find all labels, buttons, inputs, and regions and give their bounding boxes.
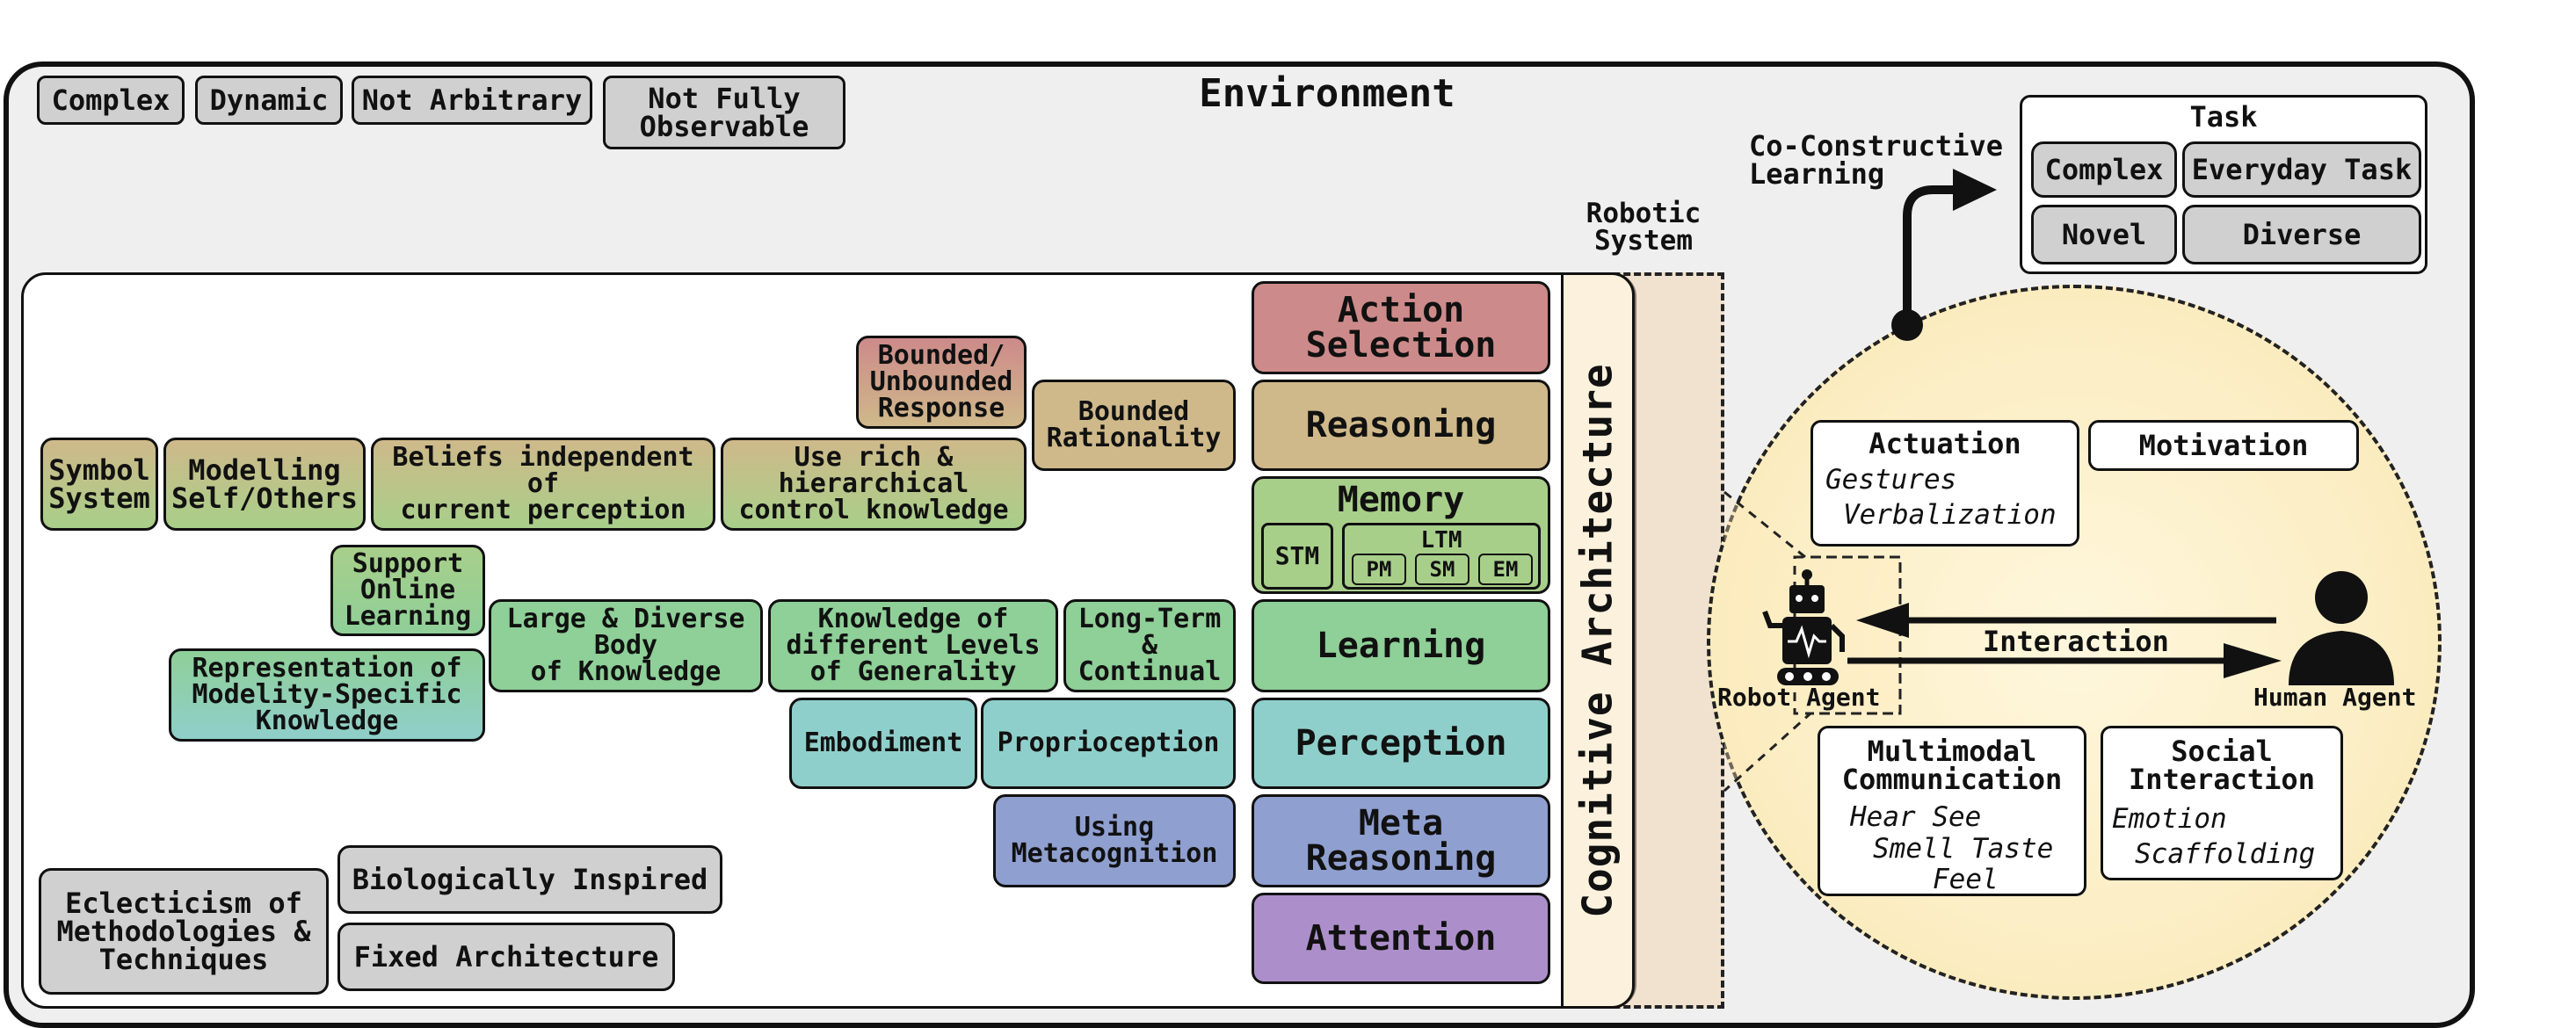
design-biologically-inspired: Biologically Inspired <box>337 845 722 914</box>
cognitive-architecture-bar <box>1561 272 1635 1009</box>
interaction-label: Interaction <box>1983 625 2169 658</box>
req-use-rich-hierarchical: Use rich & hierarchical control knowledg… <box>721 438 1027 531</box>
task-title: Task <box>2189 100 2258 134</box>
module-perception: Perception <box>1252 698 1550 789</box>
req-representation-modality-specific: Representation of Modelity-Specific Know… <box>169 648 485 742</box>
ltm-pm: PM <box>1352 554 1406 585</box>
req-beliefs-independent: Beliefs independent of current perceptio… <box>371 438 715 531</box>
task-diverse: Diverse <box>2182 205 2421 264</box>
multimodal-smell-taste: Smell Taste <box>1873 832 2054 865</box>
multimodal-card: Multimodal Communication Hear See Smell … <box>1818 726 2086 896</box>
multimodal-title: Multimodal Communication <box>1841 735 2063 796</box>
ltm-em: EM <box>1478 554 1533 585</box>
module-meta-reasoning: Meta Reasoning <box>1252 794 1550 887</box>
ltm-label: LTM <box>1420 527 1462 554</box>
req-large-diverse-knowledge: Large & Diverse Body of Knowledge <box>489 599 763 692</box>
social-title: Social Interaction <box>2129 735 2315 796</box>
module-action-selection: Action Selection <box>1252 281 1550 374</box>
design-fixed-architecture: Fixed Architecture <box>337 923 675 991</box>
actuation-verbalization: Verbalization <box>1843 498 2057 531</box>
actuation-gestures: Gestures <box>1825 464 1957 496</box>
motivation-title: Motivation <box>2138 429 2309 462</box>
co-constructive-learning-label: Co-Constructive Learning <box>1749 129 2003 191</box>
task-complex: Complex <box>2031 141 2177 198</box>
req-embodiment: Embodiment <box>789 698 977 789</box>
multimodal-feel: Feel <box>1933 864 1999 896</box>
human-agent-label: Human Agent <box>2253 683 2417 712</box>
memory-stm: STM <box>1261 523 1333 590</box>
req-knowledge-levels-generality: Knowledge of different Levels of General… <box>768 599 1058 692</box>
req-support-online-learning: Support Online Learning <box>330 545 485 636</box>
env-property-not-fully-observable: Not Fully Observable <box>603 76 845 149</box>
module-memory: Memory STM LTM PM SM EM <box>1252 476 1550 594</box>
task-novel: Novel <box>2031 205 2177 264</box>
ltm-sm: SM <box>1415 554 1469 585</box>
robotic-system-label: Robotic System <box>1586 198 1702 257</box>
module-learning: Learning <box>1252 599 1550 692</box>
module-attention: Attention <box>1252 893 1550 984</box>
multimodal-hear-see: Hear See <box>1850 801 1982 833</box>
robot-agent-label: Robot Agent <box>1717 683 1881 712</box>
req-long-term-continual: Long-Term & Continual <box>1063 599 1236 692</box>
req-bounded-unbounded-response: Bounded/ Unbounded Response <box>856 336 1027 429</box>
actuation-card: Actuation Gestures Verbalization <box>1810 420 2079 547</box>
social-card: Social Interaction Emotion Scaffolding <box>2101 726 2343 880</box>
task-everyday: Everyday Task <box>2182 141 2421 198</box>
task-card: Task Complex Everyday Task Novel Diverse <box>2020 95 2427 274</box>
motivation-card: Motivation <box>2088 420 2359 471</box>
module-reasoning: Reasoning <box>1252 380 1550 471</box>
req-modelling-self-others: Modelling Self/Others <box>163 438 366 531</box>
req-symbol-system: Symbol System <box>40 438 158 531</box>
environment-title: Environment <box>1199 70 1455 116</box>
memory-title: Memory <box>1337 480 1465 520</box>
req-using-metacognition: Using Metacognition <box>993 794 1236 887</box>
social-emotion: Emotion <box>2112 803 2227 835</box>
env-property-dynamic: Dynamic <box>195 76 343 125</box>
cognitive-architecture-label: Cognitive Architecture <box>1574 363 1622 918</box>
memory-ltm: LTM PM SM EM <box>1342 523 1541 590</box>
req-proprioception: Proprioception <box>981 698 1236 789</box>
actuation-title: Actuation <box>1869 427 2021 460</box>
social-scaffolding: Scaffolding <box>2135 837 2316 870</box>
design-eclecticism: Eclecticism of Methodologies & Technique… <box>39 868 329 995</box>
env-property-complex: Complex <box>37 76 185 125</box>
req-bounded-rationality: Bounded Rationality <box>1032 380 1236 471</box>
env-property-not-arbitrary: Not Arbitrary <box>352 76 592 125</box>
